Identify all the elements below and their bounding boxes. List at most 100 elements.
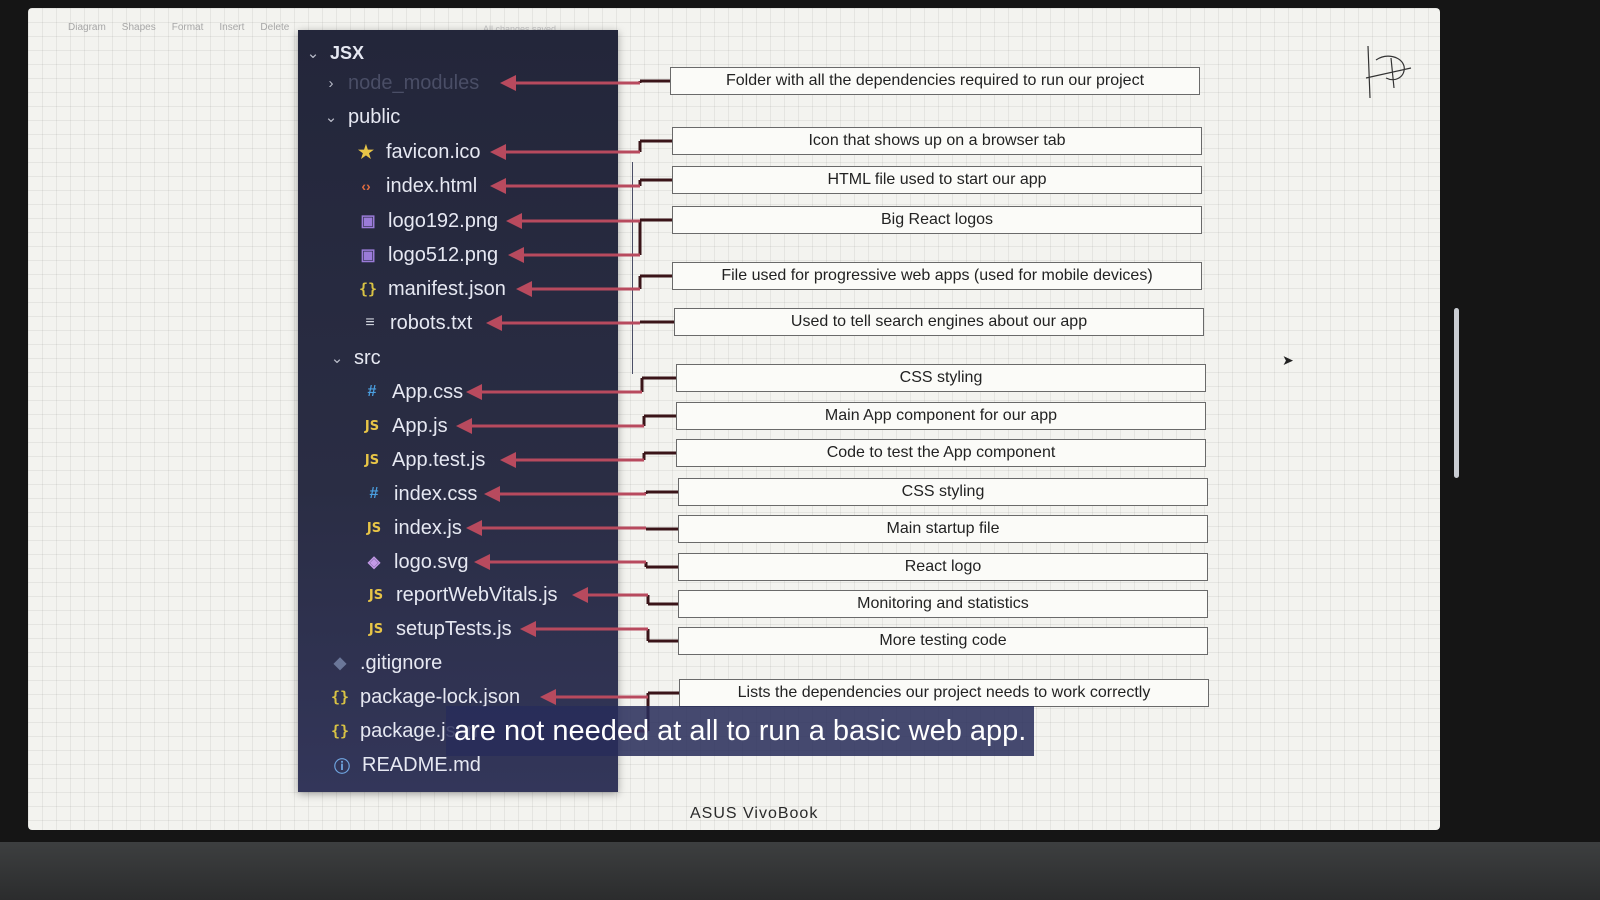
mouse-cursor-icon: ➤ xyxy=(1282,352,1294,368)
description-box: Monitoring and statistics xyxy=(678,590,1208,618)
description-box: HTML file used to start our app xyxy=(672,166,1202,194)
tree-item-label: index.html xyxy=(386,174,478,197)
description-box: Folder with all the dependencies require… xyxy=(670,67,1200,95)
tree-file-app-js[interactable]: JS App.js xyxy=(360,411,448,441)
handwritten-sketch xyxy=(1365,45,1412,99)
arrow-head xyxy=(506,213,522,229)
tree-file-index-html[interactable]: ‹› index.html xyxy=(354,171,477,201)
chevron-down-icon: ⌄ xyxy=(324,109,338,126)
star-icon: ★ xyxy=(357,141,375,162)
tree-root-jsx[interactable]: ⌄ JSX xyxy=(304,38,364,68)
video-subtitle: are not needed at all to run a basic web… xyxy=(446,706,1035,756)
save-status: All changes saved xyxy=(483,24,557,34)
file-explorer-panel: ⌄ JSX › node_modules ⌄ public ★ favicon.ico ‹› in… xyxy=(298,30,633,792)
tree-item-label: App.js xyxy=(392,414,448,437)
js-icon: JS xyxy=(368,621,384,637)
tree-file-logo192-png[interactable]: ▣ logo192.png xyxy=(356,206,498,236)
tree-file-favicon-ico[interactable]: ★ favicon.ico xyxy=(354,137,481,167)
tree-file-robots-txt[interactable]: ≡ robots.txt xyxy=(358,308,472,338)
tree-item-label: node_modules xyxy=(348,71,480,94)
arrow-head xyxy=(456,418,472,434)
description-box: Used to tell search engines about our ap… xyxy=(674,308,1204,336)
tree-file-index-css[interactable]: #index.css xyxy=(362,479,478,509)
tree-item-label: logo192.png xyxy=(388,209,499,232)
diagram-app-toolbar: Diagram Shapes Format Insert Delete xyxy=(68,22,289,38)
tree-file-logo-svg[interactable]: ◈ logo.svg xyxy=(362,547,469,577)
tree-folder-public[interactable]: ⌄ public xyxy=(322,102,401,132)
chevron-right-icon: › xyxy=(328,74,334,92)
tree-file-app-css[interactable]: # App.css xyxy=(360,377,464,407)
bezel-brand-label: ASUS VivoBook xyxy=(690,805,819,822)
arrow-head xyxy=(486,315,502,331)
description-box: React logo xyxy=(678,553,1208,581)
arrow-head xyxy=(540,689,556,705)
menu-delete[interactable]: Delete xyxy=(260,22,290,33)
tree-item-label: App.css xyxy=(392,380,464,403)
tree-item-label: index.css xyxy=(394,482,478,505)
tree-item-label: setupTests.js xyxy=(396,617,512,640)
description-box: Main App component for our app xyxy=(676,402,1206,430)
tree-folder-node-modules[interactable]: › node_modules xyxy=(322,68,480,98)
image-icon: ▣ xyxy=(360,213,376,230)
menu-shapes[interactable]: Shapes xyxy=(121,22,156,33)
menu-insert[interactable]: Insert xyxy=(219,22,245,33)
arrow-head xyxy=(474,554,490,570)
arrow-head xyxy=(484,486,500,502)
tree-item-label: .gitignore xyxy=(360,651,443,674)
tree-file-manifest-json[interactable]: {}manifest.json xyxy=(356,274,506,304)
arrow-head xyxy=(490,144,506,160)
tree-item-label: src xyxy=(354,346,381,369)
arrow-head xyxy=(500,452,516,468)
arrow-head xyxy=(466,520,482,536)
arrow-head xyxy=(572,587,588,603)
arrow-head xyxy=(516,281,532,297)
tree-item-label: robots.txt xyxy=(390,311,473,334)
html-icon: ‹› xyxy=(361,178,371,194)
tree-file-app-test-js[interactable]: JS App.test.js xyxy=(360,445,486,475)
description-box: CSS styling xyxy=(678,478,1208,506)
tree-file-setuptests-js[interactable]: JS setupTests.js xyxy=(364,614,512,644)
js-icon: JS xyxy=(364,452,380,468)
menu-format[interactable]: Format xyxy=(171,22,204,33)
tree-file-logo512-png[interactable]: ▣logo512.png xyxy=(356,240,498,270)
json-icon: {} xyxy=(330,688,350,706)
arrow-head xyxy=(508,247,524,263)
tree-item-label: public xyxy=(348,105,401,128)
js-icon: JS xyxy=(364,418,380,434)
tree-file-index-js[interactable]: JS index.js xyxy=(362,513,462,543)
svg-icon: ◈ xyxy=(367,554,381,571)
css-icon: # xyxy=(367,383,377,400)
description-box: More testing code xyxy=(678,627,1208,655)
tree-item-label: favicon.ico xyxy=(386,140,481,163)
git-icon: ◆ xyxy=(333,655,347,672)
description-box: Lists the dependencies our project needs… xyxy=(679,679,1209,707)
arrow-head xyxy=(500,75,516,91)
json-icon: {} xyxy=(358,280,378,298)
image-icon: ▣ xyxy=(360,247,376,264)
description-box: Icon that shows up on a browser tab xyxy=(672,127,1202,155)
js-icon: JS xyxy=(368,587,384,603)
description-box: Code to test the App component xyxy=(676,439,1206,467)
arrow-head xyxy=(520,621,536,637)
json-icon: {} xyxy=(330,722,350,740)
description-box: CSS styling xyxy=(676,364,1206,392)
chevron-down-icon: ⌄ xyxy=(306,45,320,62)
tree-item-label: logo.svg xyxy=(394,550,469,573)
description-box: Main startup file xyxy=(678,515,1208,543)
tree-file-package-lock-json[interactable]: {}package-lock.json xyxy=(328,682,520,712)
chevron-down-icon: ⌄ xyxy=(330,350,344,367)
tree-item-label: index.js xyxy=(394,516,462,539)
tree-folder-src[interactable]: ⌄ src xyxy=(328,343,381,373)
vertical-scrollbar[interactable] xyxy=(1454,308,1459,478)
info-icon: ⓘ xyxy=(333,759,350,776)
menu-diagram[interactable]: Diagram xyxy=(68,22,106,33)
tree-item-label: App.test.js xyxy=(392,448,486,471)
js-icon: JS xyxy=(366,520,382,536)
root-folder-label: JSX xyxy=(330,42,365,63)
tree-file--gitignore[interactable]: ◆ .gitignore xyxy=(328,648,442,678)
description-box: File used for progressive web apps (used… xyxy=(672,262,1202,290)
text-file-icon: ≡ xyxy=(365,314,375,331)
